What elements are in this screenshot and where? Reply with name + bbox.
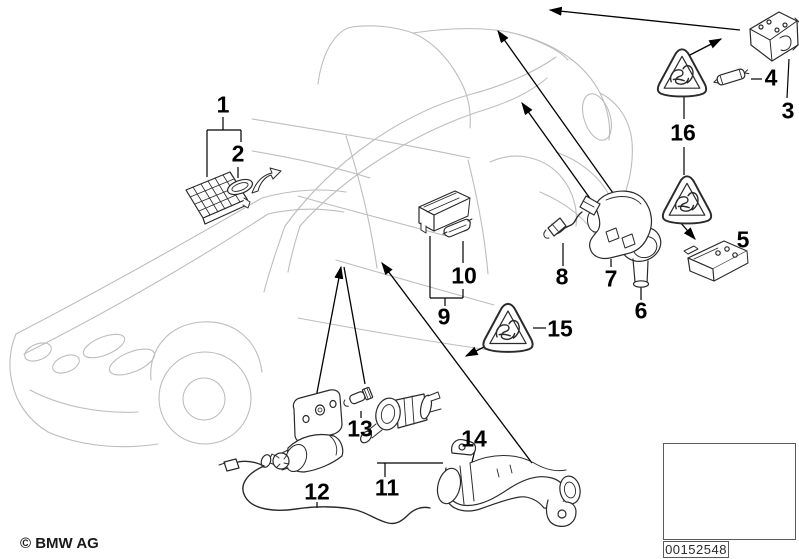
part-label-14[interactable]: 14 — [461, 425, 487, 452]
part-label-3[interactable]: 3 — [781, 97, 795, 124]
arrow-triangle16-upper — [687, 38, 723, 57]
part-2-bulb — [226, 178, 254, 196]
copyright-text: © BMW AG — [20, 535, 99, 552]
vehicle-thumbnail-box — [663, 443, 796, 540]
part-label-15[interactable]: 15 — [547, 315, 573, 342]
arrow-part3-location — [548, 6, 741, 31]
part-12-cable — [218, 458, 431, 525]
part-label-8[interactable]: 8 — [555, 263, 569, 290]
part-14-bracket-arm — [436, 439, 581, 527]
part-label-12[interactable]: 12 — [304, 478, 330, 505]
part-5-lamp-unit — [683, 240, 749, 282]
part-label-11[interactable]: 11 — [374, 474, 400, 501]
part-label-5[interactable]: 5 — [736, 226, 750, 253]
insertion-arrow-icon — [251, 167, 282, 194]
part-3-roof-lamp — [749, 11, 799, 62]
arrow-part13-location — [343, 266, 366, 385]
part-label-4[interactable]: 4 — [764, 64, 778, 91]
part-13-bulb — [343, 386, 374, 407]
diagram-number: 00152548 — [663, 541, 729, 558]
part-11-lamp-carrier — [260, 389, 344, 473]
arrow-part8-location — [521, 101, 595, 205]
part-8-socket-pigtail — [543, 195, 601, 239]
leader-lines — [206, 58, 790, 508]
part-4-festoon-bulb — [713, 68, 750, 86]
part-label-6[interactable]: 6 — [634, 297, 648, 324]
part-label-1[interactable]: 1 — [216, 91, 230, 118]
part-label-13[interactable]: 13 — [347, 415, 373, 442]
part-label-16[interactable]: 16 — [670, 119, 696, 146]
part-7-lamp-housing — [587, 190, 653, 260]
arrow-triangle15-location — [464, 346, 485, 357]
part-label-10[interactable]: 10 — [451, 262, 477, 289]
part-label-7[interactable]: 7 — [604, 265, 618, 292]
part-label-9[interactable]: 9 — [437, 303, 451, 330]
warning-triangle-16a-icon — [656, 48, 708, 98]
part-label-2[interactable]: 2 — [231, 140, 245, 167]
arrow-part14-location — [381, 261, 533, 464]
warning-triangle-15-icon — [482, 302, 534, 353]
part-11-bulb-socket — [359, 391, 442, 444]
warning-triangle-16b-icon — [661, 175, 713, 225]
arrow-part11-location — [314, 265, 344, 404]
part-10-festoon-bulb — [442, 218, 473, 238]
part-9-lamp-housing — [418, 190, 471, 234]
